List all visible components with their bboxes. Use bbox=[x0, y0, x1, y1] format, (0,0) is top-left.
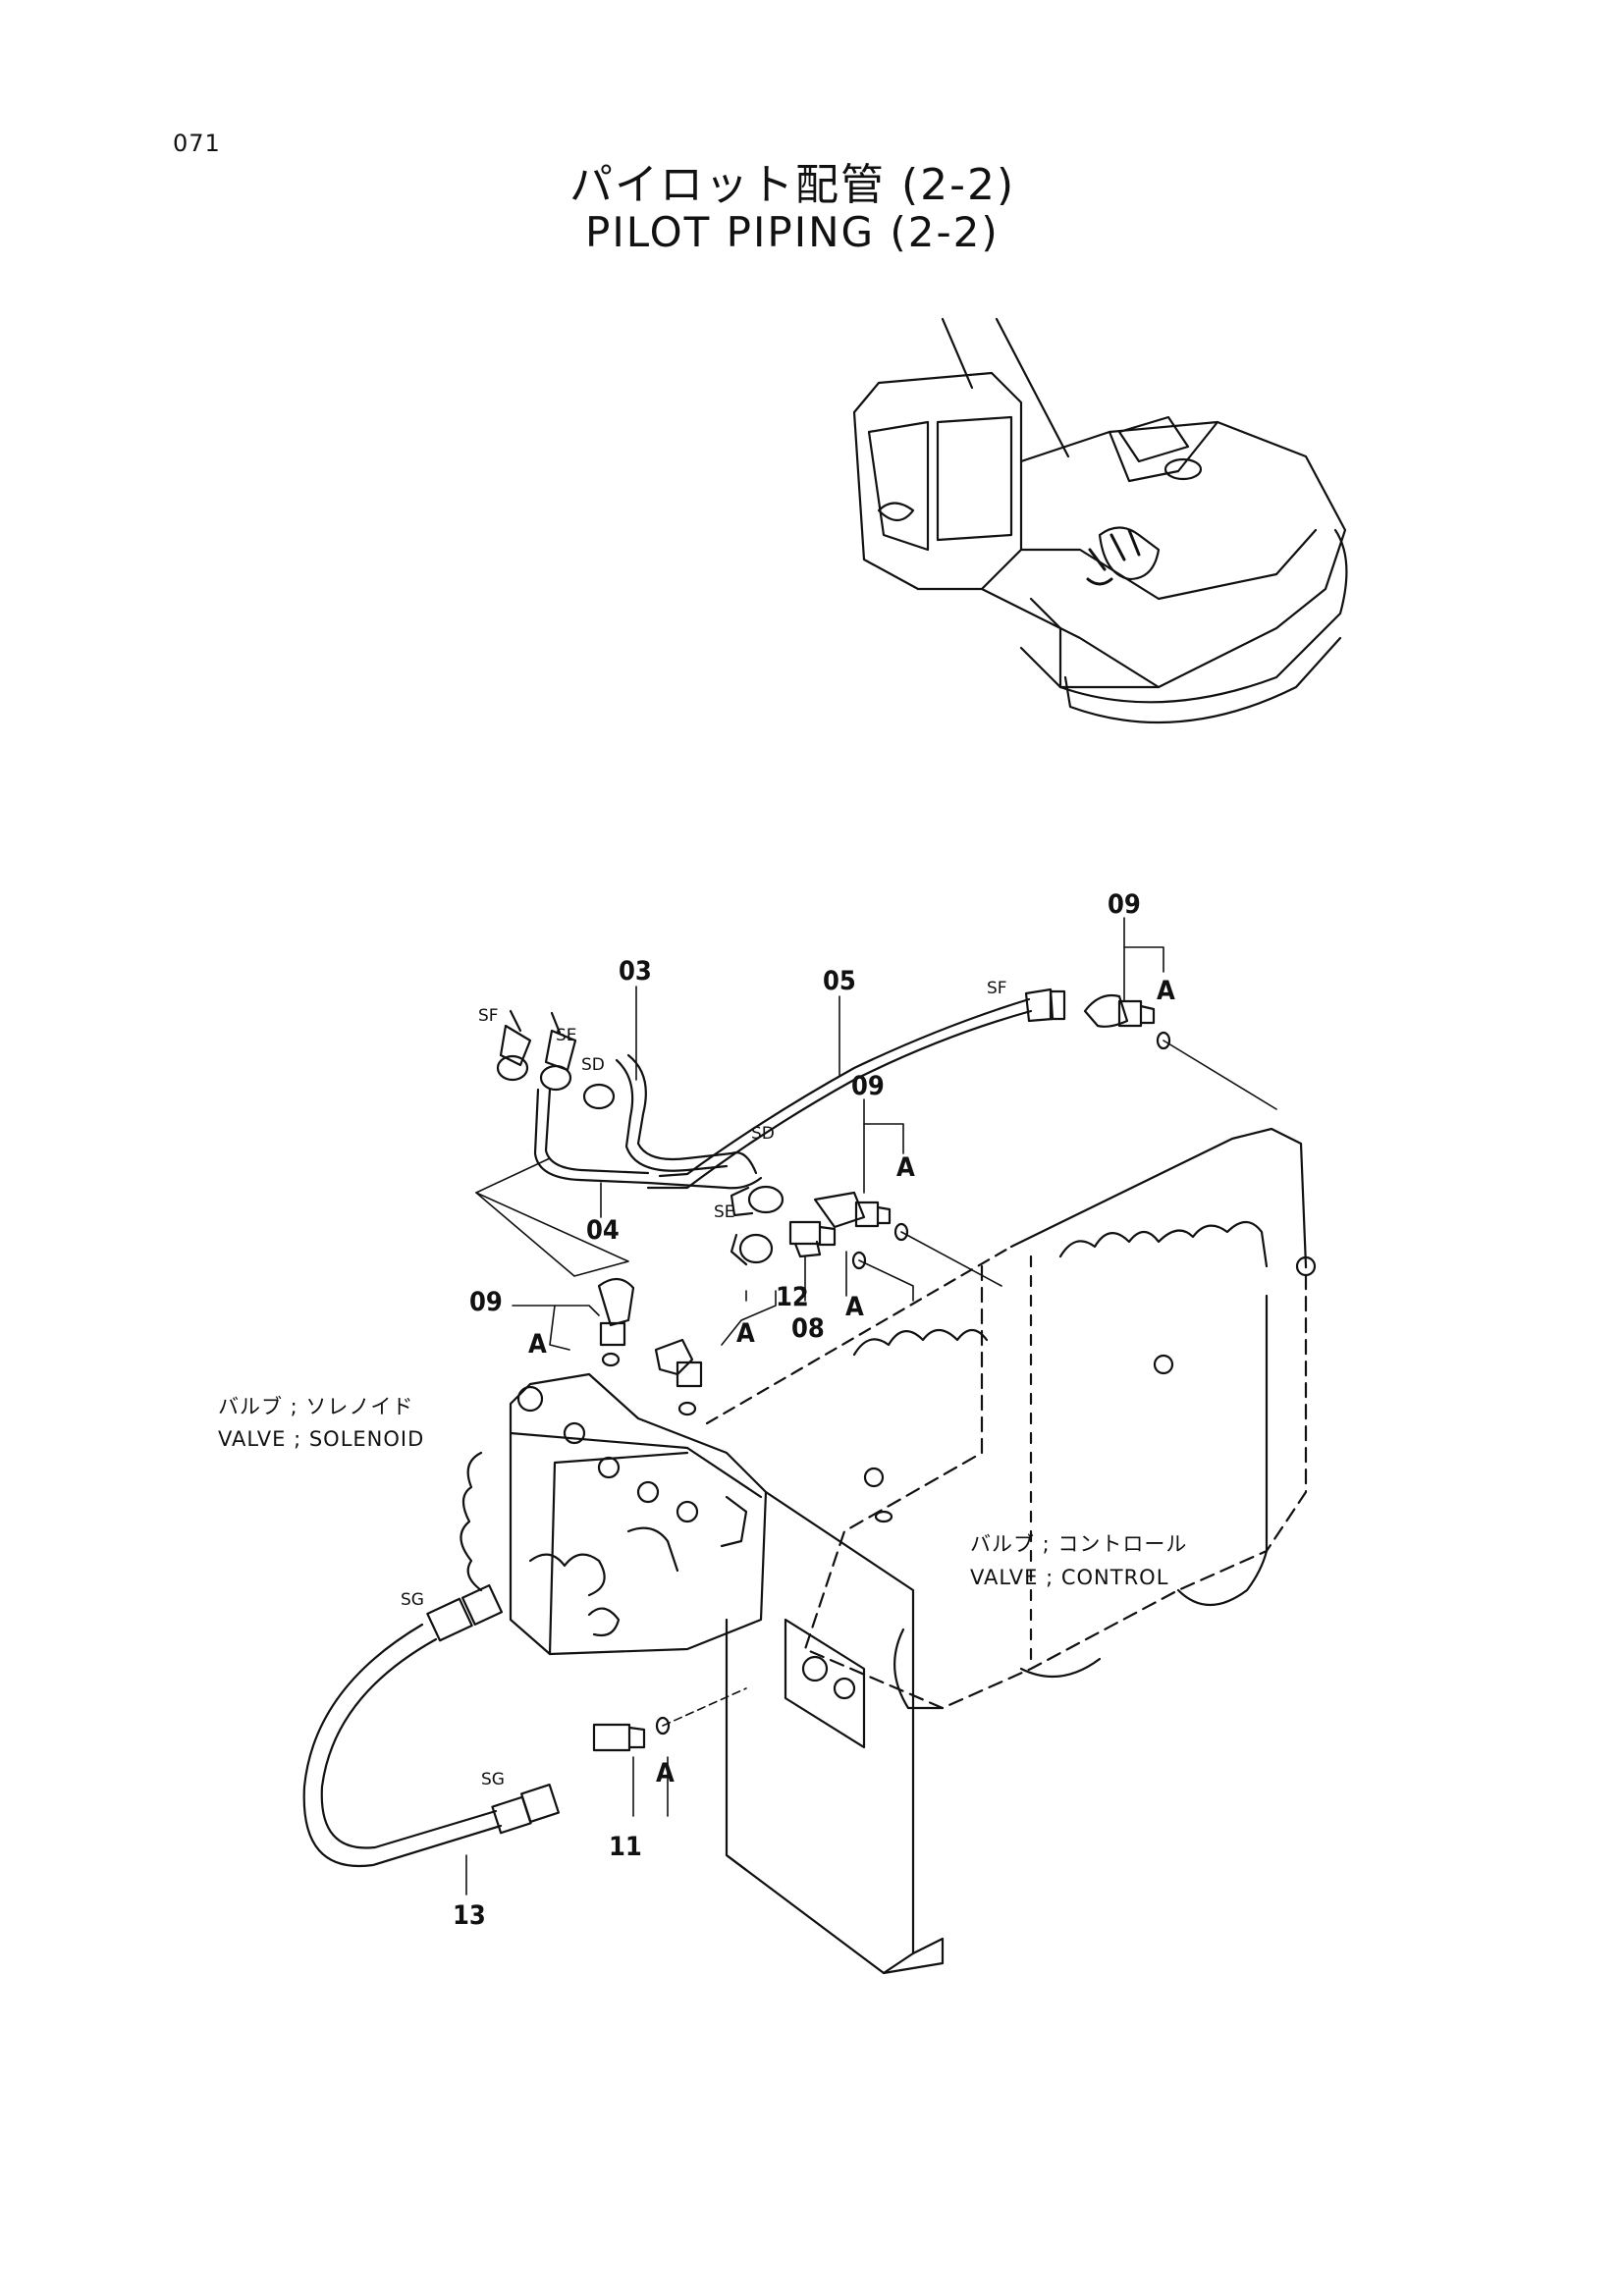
page-number: 071 bbox=[173, 130, 221, 157]
control-valve-label-jp: バルブ ; コントロール bbox=[970, 1532, 1187, 1556]
callout-11: 11 bbox=[609, 1832, 642, 1862]
oring-marker-a-left: A bbox=[528, 1329, 547, 1360]
callout-05: 05 bbox=[823, 966, 856, 996]
oring-marker-a-12: A bbox=[736, 1318, 755, 1349]
control-valve-label-en: VALVE ; CONTROL bbox=[970, 1566, 1168, 1589]
port-label-sf-right: SF bbox=[987, 979, 1007, 998]
port-label-sg-lower: SG bbox=[481, 1770, 505, 1789]
solenoid-valve-label-en: VALVE ; SOLENOID bbox=[218, 1427, 424, 1451]
oring-marker-a-08: A bbox=[845, 1292, 864, 1322]
solenoid-valve-body bbox=[460, 1372, 768, 1656]
oring-marker-a-middle: A bbox=[896, 1152, 915, 1183]
callout-09-middle: 09 bbox=[851, 1071, 885, 1101]
solenoid-valve-label-jp: バルブ ; ソレノイド bbox=[218, 1395, 413, 1418]
leader-lines bbox=[465, 917, 1277, 1896]
callout-09-left: 09 bbox=[469, 1287, 503, 1317]
callout-03: 03 bbox=[619, 956, 652, 987]
port-label-sd-right: SD bbox=[751, 1124, 775, 1144]
elbow-fittings bbox=[597, 993, 1171, 1416]
callout-09-top: 09 bbox=[1108, 889, 1141, 920]
title-english: PILOT PIPING (2-2) bbox=[585, 208, 1000, 256]
oring-marker-a-11: A bbox=[656, 1758, 675, 1789]
port-label-sf-left: SF bbox=[478, 1006, 499, 1026]
port-label-sd-left: SD bbox=[581, 1055, 605, 1075]
pilot-hose-assembly bbox=[496, 988, 1066, 1266]
callout-12: 12 bbox=[776, 1282, 809, 1312]
callout-13: 13 bbox=[453, 1900, 486, 1931]
title-japanese: パイロット配管 (2-2) bbox=[569, 160, 1016, 210]
port-label-se-right: SE bbox=[714, 1202, 735, 1222]
control-valve-body bbox=[705, 1127, 1317, 1975]
excavator-overview-illustration bbox=[852, 317, 1348, 724]
port-label-se-left: SE bbox=[556, 1026, 577, 1045]
hose-13 bbox=[302, 1583, 561, 1868]
callout-04: 04 bbox=[586, 1215, 620, 1246]
adapter-fittings bbox=[592, 1220, 867, 1752]
oring-marker-a-top: A bbox=[1157, 976, 1175, 1006]
port-label-sg-upper: SG bbox=[401, 1590, 424, 1610]
callout-08: 08 bbox=[791, 1313, 825, 1344]
